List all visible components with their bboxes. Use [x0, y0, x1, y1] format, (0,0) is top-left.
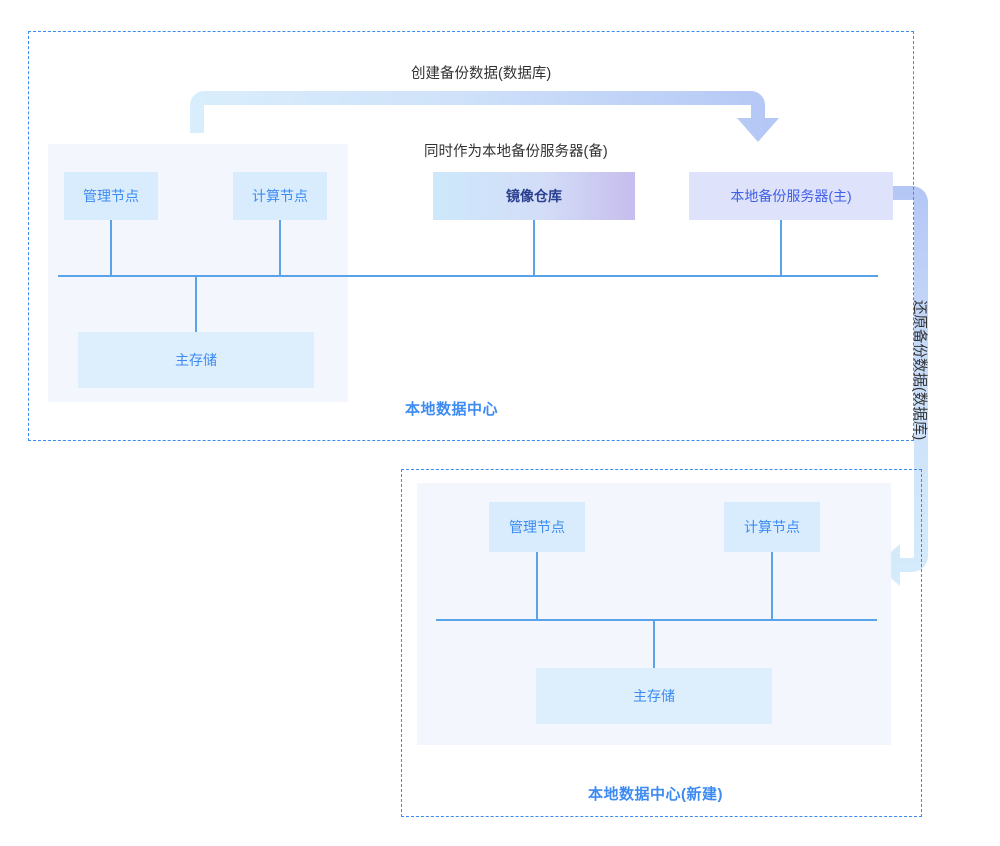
data-center-bottom-container	[401, 469, 922, 817]
bus-line-bottom	[436, 619, 877, 621]
connector-compute-top	[279, 220, 281, 276]
data-center-top-container	[28, 31, 914, 441]
node-management-bottom-label: 管理节点	[509, 519, 565, 535]
node-local-backup-server-primary-label: 本地备份服务器(主)	[730, 188, 852, 204]
node-compute-bottom[interactable]: 计算节点	[724, 502, 820, 552]
also-standby-flow-label: 同时作为本地备份服务器(备)	[424, 144, 608, 160]
connector-backup-server	[780, 220, 782, 276]
data-center-top-caption: 本地数据中心	[405, 401, 499, 418]
data-center-bottom-caption: 本地数据中心(新建)	[588, 786, 723, 803]
connector-management-top	[110, 220, 112, 276]
connector-storage-bottom	[653, 619, 655, 669]
node-compute-top-label: 计算节点	[252, 188, 308, 204]
node-management-bottom[interactable]: 管理节点	[489, 502, 585, 552]
node-primary-storage-top-label: 主存储	[175, 352, 217, 368]
connector-compute-bottom	[771, 552, 773, 620]
connector-registry	[533, 220, 535, 276]
node-image-registry-label: 镜像仓库	[506, 188, 562, 204]
node-compute-bottom-label: 计算节点	[744, 519, 800, 535]
create-backup-flow-label: 创建备份数据(数据库)	[411, 66, 552, 82]
connector-management-bottom	[536, 552, 538, 620]
node-compute-top[interactable]: 计算节点	[233, 172, 327, 220]
node-primary-storage-bottom[interactable]: 主存储	[536, 668, 772, 724]
bus-line-top	[58, 275, 878, 277]
connector-storage-top	[195, 275, 197, 333]
node-primary-storage-top[interactable]: 主存储	[78, 332, 314, 388]
node-local-backup-server-primary[interactable]: 本地备份服务器(主)	[689, 172, 893, 220]
node-image-registry[interactable]: 镜像仓库	[433, 172, 635, 220]
restore-backup-flow-label: 还原备份数据(数据库)	[911, 300, 927, 441]
node-management-top[interactable]: 管理节点	[64, 172, 158, 220]
node-management-top-label: 管理节点	[83, 188, 139, 204]
node-primary-storage-bottom-label: 主存储	[633, 688, 675, 704]
